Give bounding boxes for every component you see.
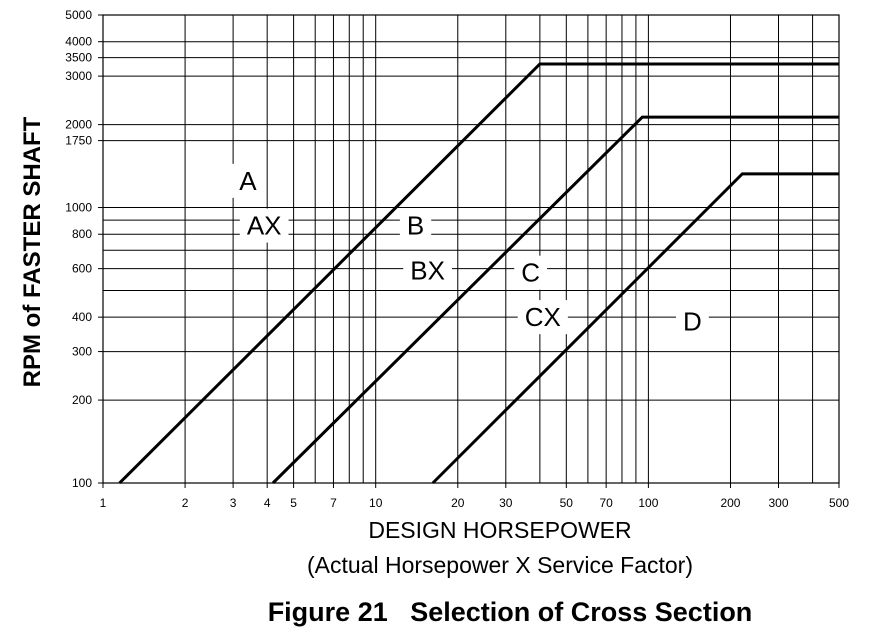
- y-axis-title: RPM of FASTER SHAFT: [19, 116, 46, 387]
- x-tick-label: 1: [100, 496, 107, 510]
- y-tick-label: 1000: [65, 201, 92, 215]
- x-tick-label: 200: [720, 496, 740, 510]
- x-tick-label: 70: [599, 496, 613, 510]
- x-tick-label: 3: [230, 496, 237, 510]
- x-tick-label: 2: [182, 496, 189, 510]
- region-label-a: A: [239, 166, 257, 196]
- region-label-cx: CX: [525, 302, 561, 332]
- x-axis-subtitle: (Actual Horsepower X Service Factor): [307, 552, 693, 578]
- y-tick-label: 400: [72, 310, 92, 324]
- x-tick-label: 500: [829, 496, 849, 510]
- x-tick-label: 50: [560, 496, 574, 510]
- region-label-background: [232, 163, 265, 198]
- y-tick-label: 3500: [65, 51, 92, 65]
- grid: [103, 15, 839, 483]
- x-tick-label: 7: [330, 496, 337, 510]
- x-tick-label: 100: [638, 496, 658, 510]
- region-label-bx: BX: [410, 256, 445, 286]
- x-tick-label: 300: [768, 496, 788, 510]
- region-label-background: [239, 208, 289, 243]
- x-tick-label: 10: [369, 496, 383, 510]
- series-line-3: [431, 172, 839, 485]
- x-tick-label: 4: [264, 496, 271, 510]
- region-label-b: B: [407, 211, 424, 241]
- y-tick-label: 2000: [65, 118, 92, 132]
- region-label-background: [517, 300, 568, 335]
- x-axis-title: DESIGN HORSEPOWER: [368, 517, 631, 543]
- y-tick-label: 4000: [65, 35, 92, 49]
- y-tick-label: 5000: [65, 8, 92, 22]
- series-line-1: [118, 62, 839, 485]
- figure-title: Figure 21 Selection of Cross Section: [268, 597, 753, 627]
- region-label-background: [514, 255, 548, 290]
- region-label-background: [403, 253, 452, 288]
- series-line-2: [271, 115, 839, 485]
- y-tick-label: 300: [72, 345, 92, 359]
- region-label-ax: AX: [247, 211, 282, 241]
- y-tick-label: 200: [72, 393, 92, 407]
- region-label-d: D: [683, 307, 702, 337]
- region-label-background: [399, 208, 432, 243]
- region-label-background: [676, 304, 709, 339]
- plot-border: [102, 14, 840, 484]
- y-tick-label: 600: [72, 262, 92, 276]
- y-tick-label: 100: [72, 476, 92, 490]
- x-tick-label: 30: [499, 496, 513, 510]
- y-tick-label: 3000: [65, 69, 92, 83]
- region-label-c: C: [521, 258, 540, 288]
- x-tick-label: 20: [451, 496, 465, 510]
- y-tick-label: 800: [72, 227, 92, 241]
- y-tick-label: 1750: [65, 134, 92, 148]
- x-tick-label: 5: [290, 496, 297, 510]
